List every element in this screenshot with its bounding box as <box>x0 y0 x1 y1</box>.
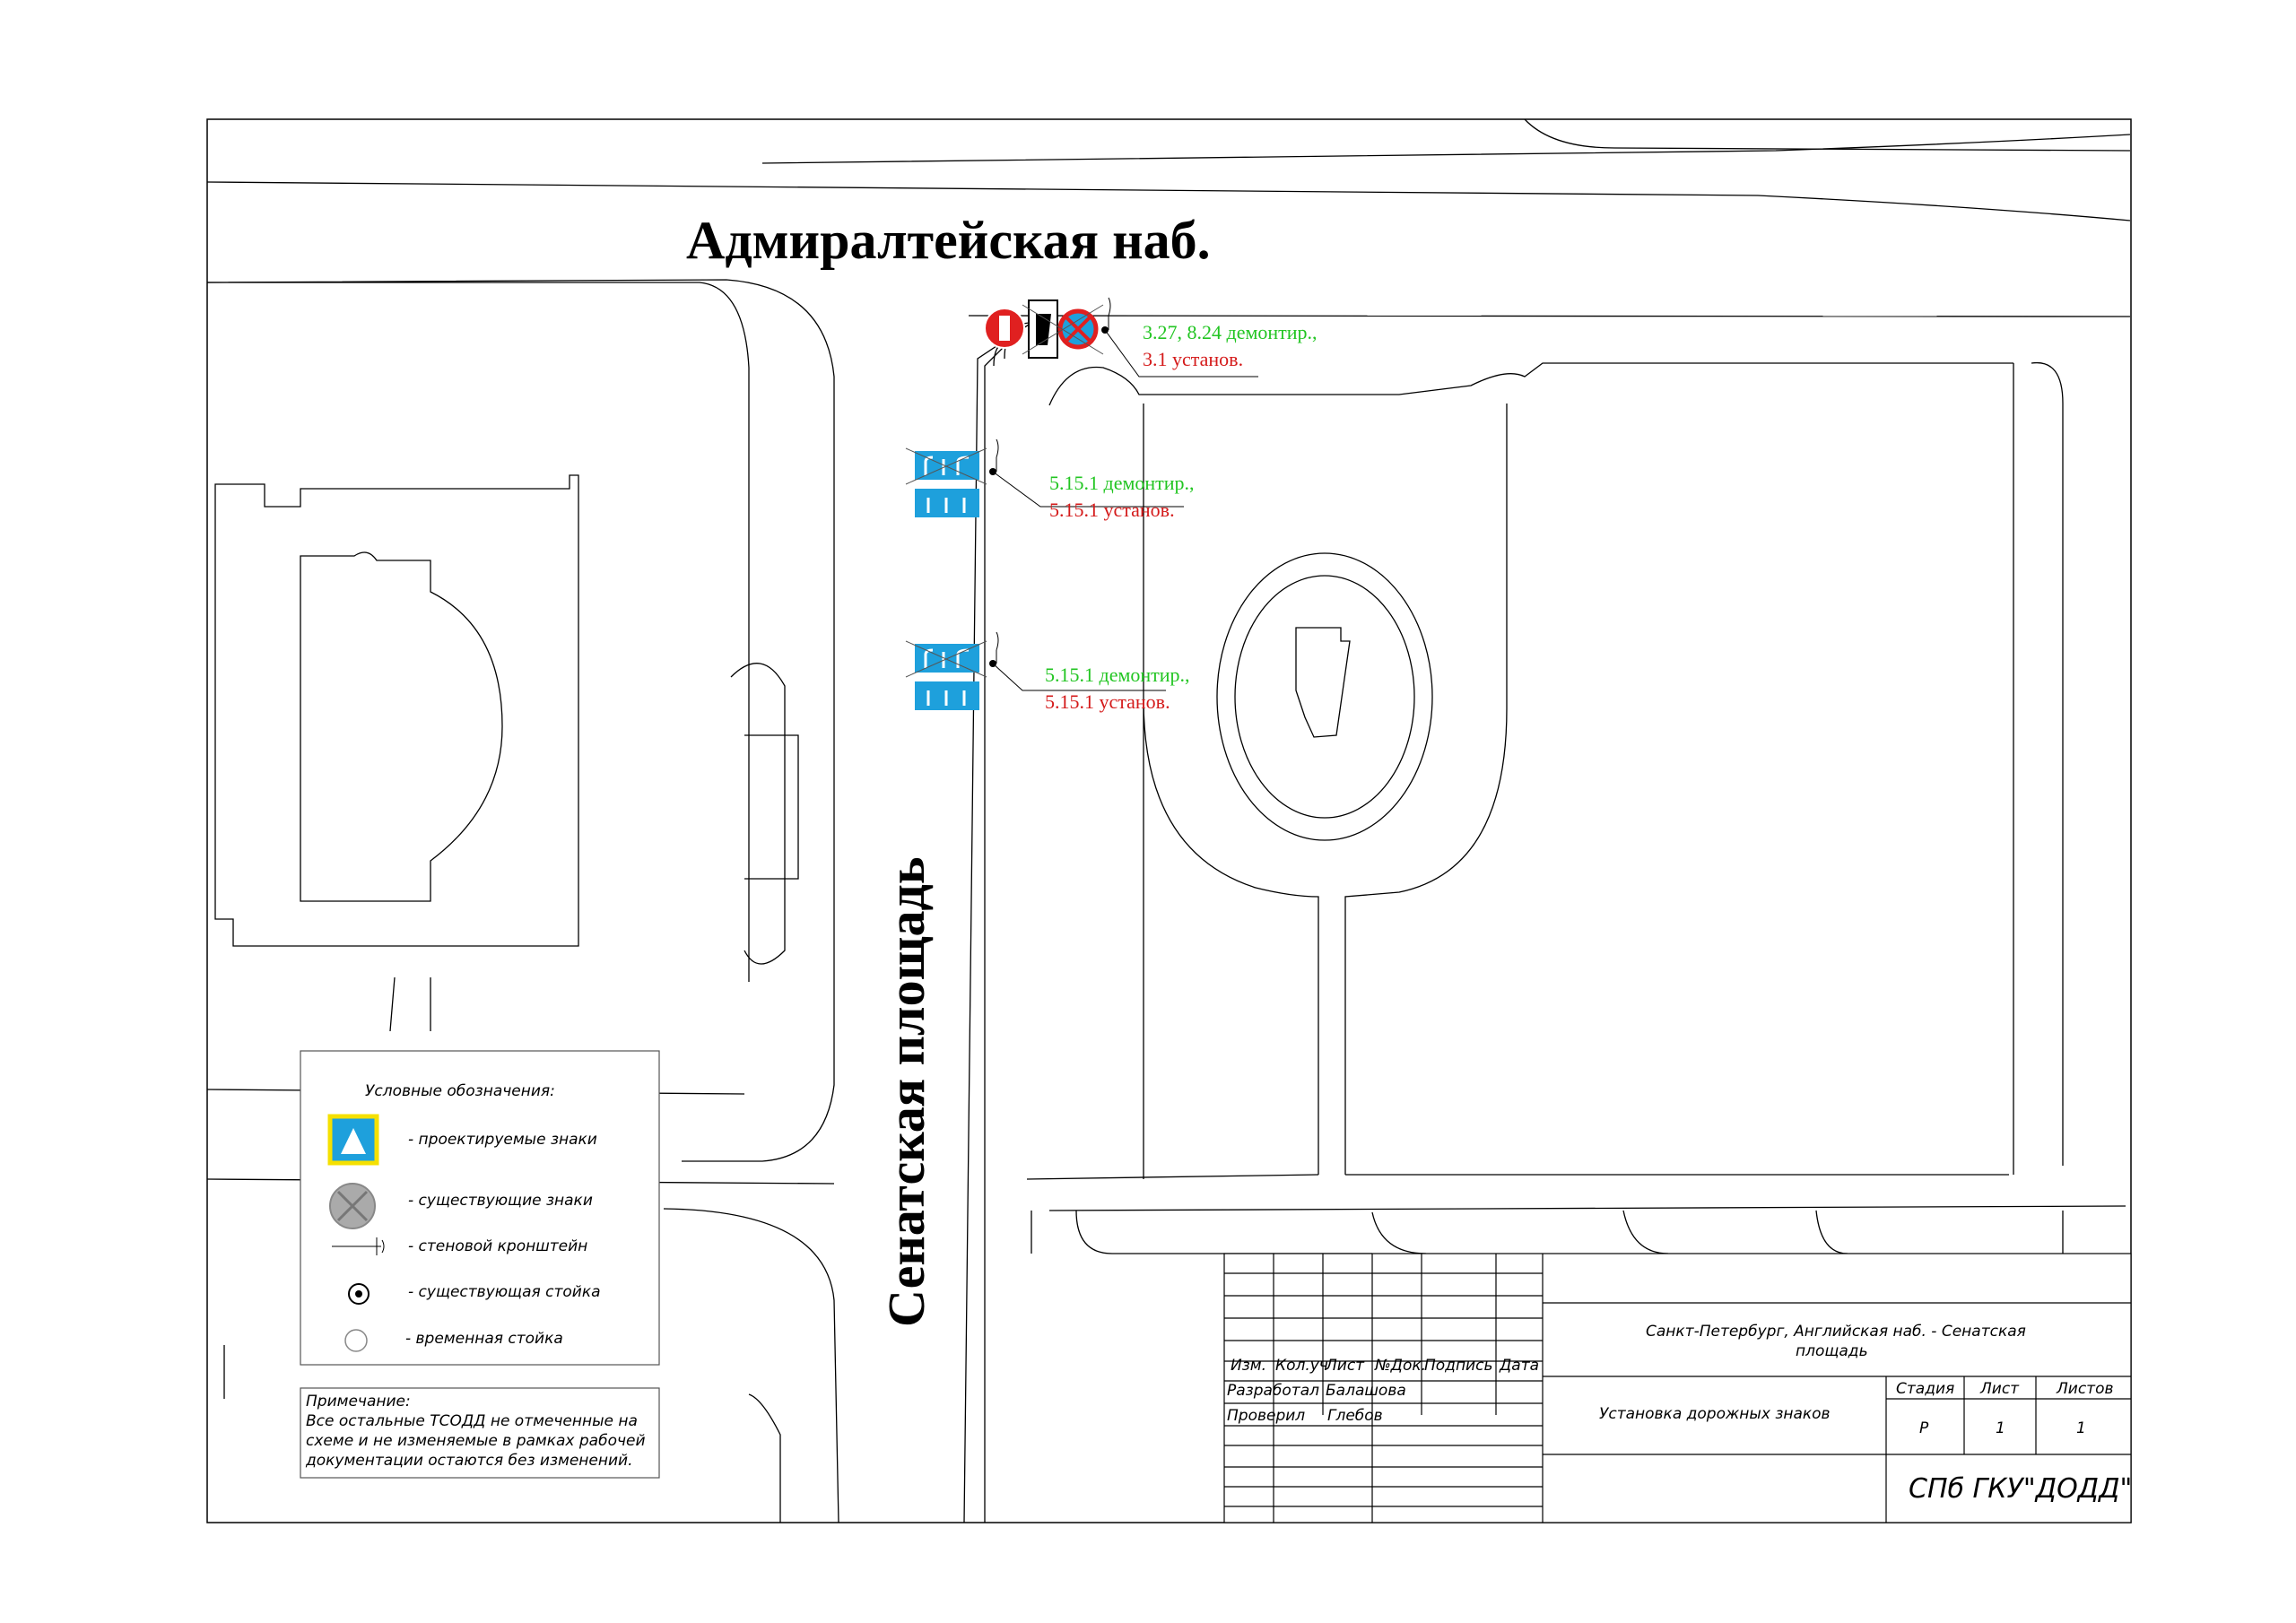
note-line-1: Все остальные ТСОДД не отмеченные на <box>306 1412 638 1430</box>
legend: Условные обозначения: - проектируемые зн… <box>300 1050 660 1366</box>
callout-3-demolish: 5.15.1 демонтир., <box>1045 664 1190 686</box>
note-title: Примечание: <box>306 1393 411 1410</box>
garden-oval <box>1216 552 1433 841</box>
legend-title: Условные обозначения: <box>365 1082 555 1100</box>
sheet-label: Лист <box>1979 1380 2020 1398</box>
sheet-value: 1 <box>1996 1419 2005 1437</box>
callout-2-demolish: 5.15.1 демонтир., <box>1049 472 1195 494</box>
callout-1-install: 3.1 установ. <box>1143 348 1243 370</box>
project-line-2: площадь <box>1796 1342 1868 1360</box>
stage-label: Стадия <box>1896 1380 1954 1398</box>
legend-item-temporary-post: - временная стойка <box>405 1330 563 1348</box>
stage-value: Р <box>1919 1419 1929 1437</box>
checked-label: Проверил <box>1227 1407 1305 1425</box>
header-signature: Подпись <box>1424 1357 1492 1375</box>
header-doc: №Док. <box>1374 1357 1426 1375</box>
project-line-1: Санкт-Петербург, Английская наб. - Сенат… <box>1646 1323 2026 1341</box>
sign-group-lower: 5.15.1 демонтир., 5.15.1 установ. <box>905 631 1190 713</box>
senate-square-label: Сенатская площадь <box>877 856 935 1327</box>
note-line-2: схеме и не изменяемые в рамках рабочей <box>306 1432 646 1450</box>
drawing-frame <box>206 118 2132 1523</box>
sign-group-middle: 5.15.1 демонтир., 5.15.1 установ. <box>905 438 1195 521</box>
developed-label: Разработал <box>1227 1382 1319 1400</box>
header-qty: Кол.уч <box>1275 1357 1328 1375</box>
wall-bracket-icon <box>332 1237 385 1255</box>
title-block <box>1223 1253 2132 1523</box>
title-block-text: Изм. Кол.уч Лист №Док. Подпись Дата Разр… <box>1227 1323 2132 1505</box>
building-outline <box>207 282 799 1523</box>
callout-3-install: 5.15.1 установ. <box>1045 690 1170 713</box>
organization-name: СПб ГКУ"ДОДД" <box>1909 1473 2132 1505</box>
header-change: Изм. <box>1231 1357 1266 1375</box>
drawing-title: Установка дорожных знаков <box>1599 1405 1831 1423</box>
callout-1-demolish: 3.27, 8.24 демонтир., <box>1143 321 1318 343</box>
callout-2-install: 5.15.1 установ. <box>1049 499 1175 521</box>
temporary-post-icon <box>344 1329 368 1352</box>
legend-item-existing: - существующие знаки <box>408 1192 593 1210</box>
sheets-value: 1 <box>2076 1419 2086 1437</box>
existing-post-icon <box>348 1283 370 1305</box>
legend-item-existing-post: - существующая стойка <box>408 1283 601 1301</box>
header-date: Дата <box>1499 1357 1539 1375</box>
developed-name: Балашова <box>1326 1382 1406 1400</box>
header-sheet: Лист <box>1325 1357 1365 1375</box>
sheets-label: Листов <box>2056 1380 2114 1398</box>
admiralty-embankment-label: Адмиралтейская наб. <box>686 211 1211 270</box>
legend-item-bracket: - стеновой кронштейн <box>408 1237 587 1255</box>
note-line-3: документации остаются без изменений. <box>305 1452 632 1470</box>
checked-name: Глебов <box>1327 1407 1383 1425</box>
sign-group-top: 3.27, 8.24 демонтир., 3.1 установ. <box>984 297 1318 378</box>
note-box: Примечание: Все остальные ТСОДД не отмеч… <box>300 1387 660 1479</box>
legend-item-designed: - проектируемые знаки <box>408 1131 597 1149</box>
